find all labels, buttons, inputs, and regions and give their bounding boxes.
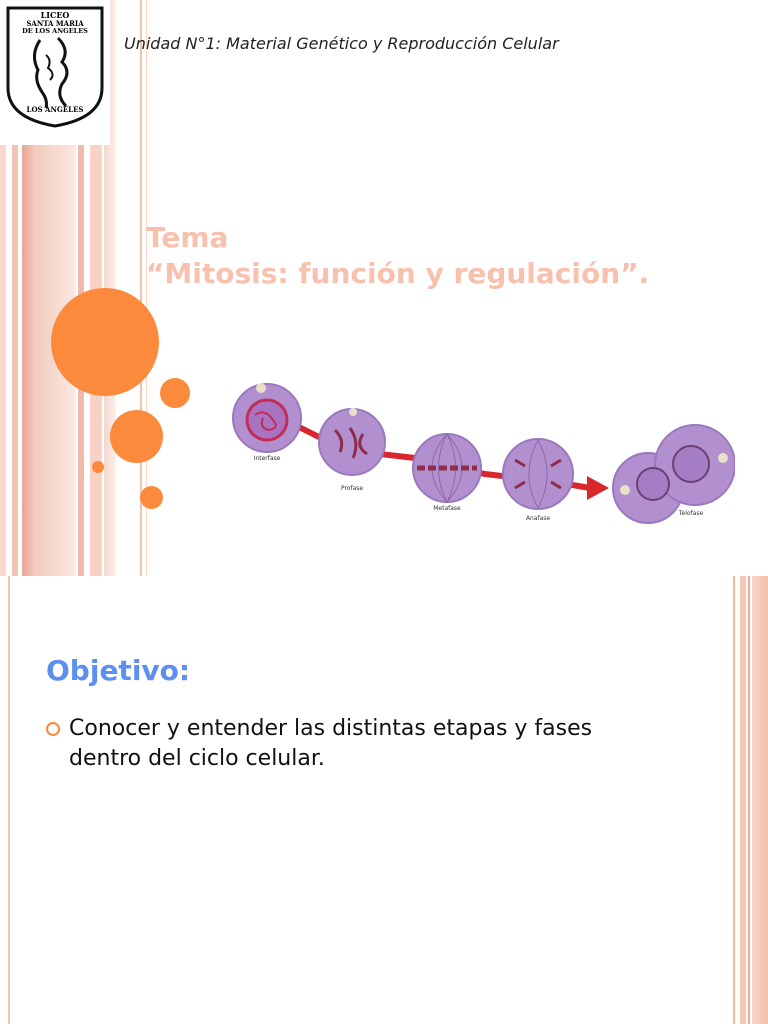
decor-stripe xyxy=(0,0,6,576)
decor-circle xyxy=(92,461,104,473)
objective-heading: Objetivo: xyxy=(46,654,191,687)
school-logo: LICEO SANTA MARIA DE LOS ANGELES LOS ANG… xyxy=(0,0,110,145)
slide-title-text: Tema “Mitosis: función y regulación”. xyxy=(146,220,649,292)
title-line-1: Tema xyxy=(146,221,229,254)
decor-stripe xyxy=(740,576,746,1024)
decor-stripe xyxy=(8,576,10,1024)
svg-text:LOS ANGELES: LOS ANGELES xyxy=(27,105,84,114)
slide-title: LICEO SANTA MARIA DE LOS ANGELES LOS ANG… xyxy=(0,0,736,576)
decor-stripe xyxy=(146,0,147,576)
decor-stripe xyxy=(78,0,84,576)
list-item: Conocer y entender las distintas etapas … xyxy=(46,714,616,774)
stage-label: Metafase xyxy=(433,505,461,512)
decor-stripe xyxy=(748,576,750,1024)
cell-interfase: Interfase xyxy=(232,383,302,462)
unit-header: Unidad N°1: Material Genético y Reproduc… xyxy=(124,34,559,53)
stage-label: Telofase xyxy=(678,510,704,517)
decor-circle xyxy=(110,410,163,463)
bullet-circle-icon xyxy=(46,722,60,736)
cell-telofase: Telofase xyxy=(612,424,736,524)
decor-circle xyxy=(160,378,190,408)
stage-label: Profase xyxy=(341,485,363,492)
cell-metafase: Metafase xyxy=(412,433,482,512)
decor-stripe xyxy=(733,576,735,1024)
stage-label: Interfase xyxy=(254,455,281,462)
slide-objective: Objetivo: Conocer y entender las distint… xyxy=(0,576,768,1024)
title-line-2: “Mitosis: función y regulación”. xyxy=(146,257,650,290)
decor-stripe xyxy=(12,0,18,576)
decor-stripe xyxy=(140,0,142,576)
svg-text:SANTA MARIA: SANTA MARIA xyxy=(26,19,84,28)
stage-label: Anafase xyxy=(526,515,550,522)
decor-stripe xyxy=(752,576,768,1024)
decor-circle-large xyxy=(51,288,159,396)
svg-text:DE LOS ANGELES: DE LOS ANGELES xyxy=(22,27,88,35)
cell-profase: Profase xyxy=(318,408,386,492)
cell-anafase: Anafase xyxy=(502,438,574,522)
bullet-text: Conocer y entender las distintas etapas … xyxy=(69,716,593,771)
svg-text:LICEO: LICEO xyxy=(41,10,70,20)
decor-circle xyxy=(140,486,163,509)
mitosis-diagram: Interfase Profase Metafase Anafase xyxy=(225,370,736,535)
